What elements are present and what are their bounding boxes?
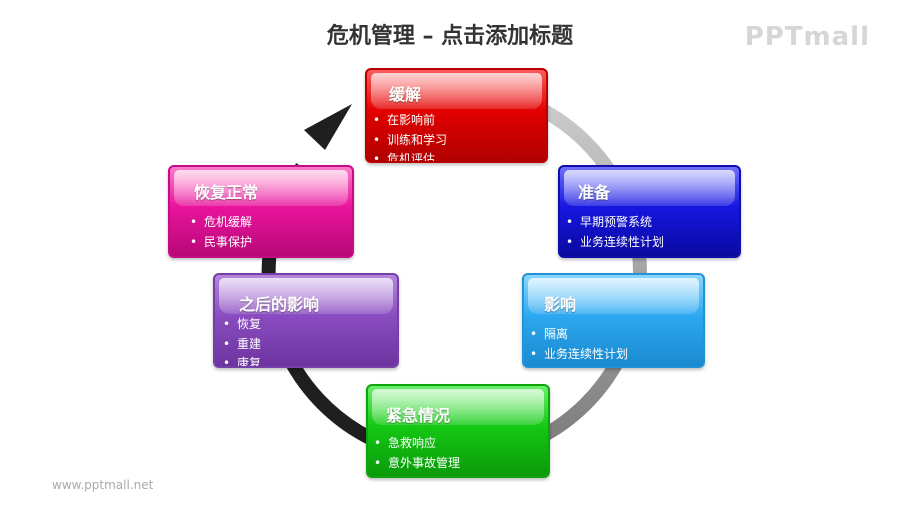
- step-impact[interactable]: 影响 隔离 业务连续性计划: [522, 273, 705, 368]
- list-item: 民事保护: [184, 233, 352, 253]
- list-item: 急救响应: [368, 434, 548, 454]
- list-item: 训练和学习: [367, 131, 546, 151]
- step-preparation-title: 准备: [578, 183, 611, 202]
- list-item: 恢复: [217, 315, 397, 335]
- step-emergency[interactable]: 紧急情况 急救响应 意外事故管理: [366, 384, 550, 478]
- step-emergency-list: 急救响应 意外事故管理: [368, 434, 548, 473]
- step-recovery-title: 恢复正常: [194, 183, 259, 202]
- step-mitigation-title: 缓解: [389, 85, 422, 104]
- cycle-arrowhead: [304, 104, 352, 150]
- list-item: 早期预警系统: [560, 213, 739, 233]
- step-emergency-title: 紧急情况: [386, 406, 451, 425]
- step-impact-title: 影响: [544, 295, 577, 314]
- page-title: 危机管理 – 点击添加标题: [326, 24, 574, 49]
- step-preparation[interactable]: 准备 早期预警系统 业务连续性计划: [558, 165, 741, 258]
- step-recovery[interactable]: 恢复正常 危机缓解 民事保护: [168, 165, 354, 258]
- list-item: 业务连续性计划: [524, 345, 703, 365]
- step-aftermath[interactable]: 之后的影响 恢复 重建 康复: [213, 273, 399, 368]
- step-mitigation[interactable]: 缓解 在影响前 训练和学习 危机评估: [365, 68, 548, 163]
- step-aftermath-title: 之后的影响: [239, 295, 320, 314]
- list-item: 意外事故管理: [368, 454, 548, 474]
- list-item: 业务连续性计划: [560, 233, 739, 253]
- step-preparation-list: 早期预警系统 业务连续性计划: [560, 213, 739, 252]
- step-mitigation-list: 在影响前 训练和学习 危机评估: [367, 111, 546, 161]
- list-item: 康复: [217, 354, 397, 366]
- list-item: 重建: [217, 335, 397, 355]
- list-item: 在影响前: [367, 111, 546, 131]
- step-aftermath-list: 恢复 重建 康复: [217, 315, 397, 366]
- step-impact-list: 隔离 业务连续性计划: [524, 325, 703, 364]
- list-item: 隔离: [524, 325, 703, 345]
- footer-url[interactable]: www.pptmall.net: [52, 478, 154, 492]
- list-item: 危机评估: [367, 150, 546, 161]
- brand-logo: PPTmall: [744, 22, 870, 52]
- list-item: 危机缓解: [184, 213, 352, 233]
- step-recovery-list: 危机缓解 民事保护: [184, 213, 352, 252]
